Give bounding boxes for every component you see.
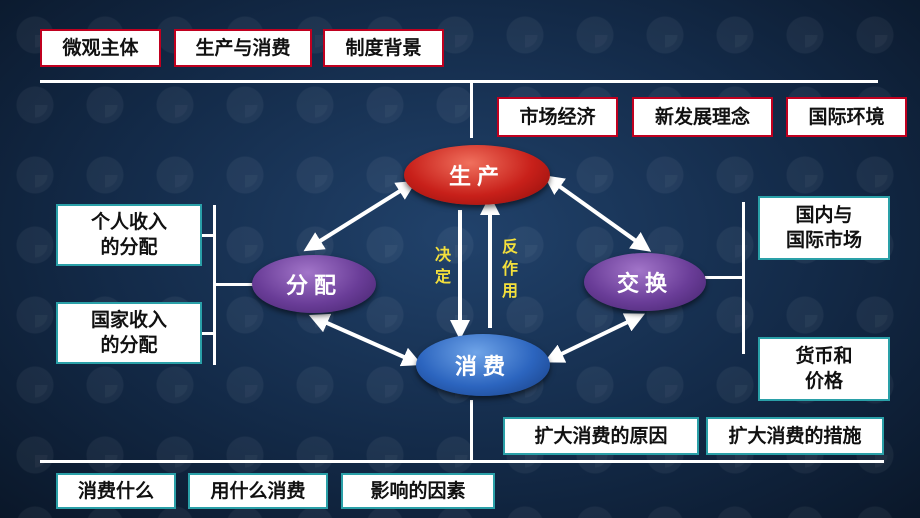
box-new-development-concept: 新发展理念 <box>632 97 773 137</box>
box-domestic-international-market: 国内与 国际市场 <box>758 196 890 260</box>
box-national-income-distribution: 国家收入 的分配 <box>56 302 202 364</box>
right-bracket-line <box>742 202 745 354</box>
box-measures-expand-consumption: 扩大消费的措施 <box>706 417 884 455</box>
left-bracket-tick-bottom <box>202 332 214 335</box>
bottom-connector-line <box>470 400 473 460</box>
left-bracket-connector <box>215 283 255 286</box>
left-bracket-line <box>213 205 216 365</box>
node-distribution: 分配 <box>252 255 376 313</box>
top-divider-line <box>40 80 878 83</box>
box-personal-income-distribution: 个人收入 的分配 <box>56 204 202 266</box>
node-production: 生产 <box>404 145 550 205</box>
arrow-production-exchange <box>543 175 652 252</box>
box-production-consumption: 生产与消费 <box>174 29 312 67</box>
arrow-exchange-consumption <box>543 313 646 363</box>
bottom-divider-line <box>40 460 884 463</box>
box-how-to-consume: 用什么消费 <box>188 473 328 509</box>
label-reacts: 反作用 <box>501 237 518 300</box>
right-bracket-connector <box>705 276 743 279</box>
box-influencing-factors: 影响的因素 <box>341 473 495 509</box>
top-connector-line <box>470 82 473 138</box>
node-exchange: 交换 <box>584 253 706 311</box>
node-consumption: 消费 <box>416 334 550 396</box>
box-international-environment: 国际环境 <box>786 97 907 137</box>
box-what-to-consume: 消费什么 <box>56 473 176 509</box>
box-reasons-expand-consumption: 扩大消费的原因 <box>503 417 699 455</box>
box-currency-price: 货币和 价格 <box>758 337 890 401</box>
arrow-distribution-consumption <box>308 313 423 367</box>
label-decides: 决定 <box>434 245 451 286</box>
left-bracket-tick-top <box>202 234 214 237</box>
box-market-economy: 市场经济 <box>497 97 618 137</box>
box-institutional-background: 制度背景 <box>323 29 444 67</box>
box-micro-subject: 微观主体 <box>40 29 161 67</box>
arrow-production-distribution <box>303 180 417 252</box>
